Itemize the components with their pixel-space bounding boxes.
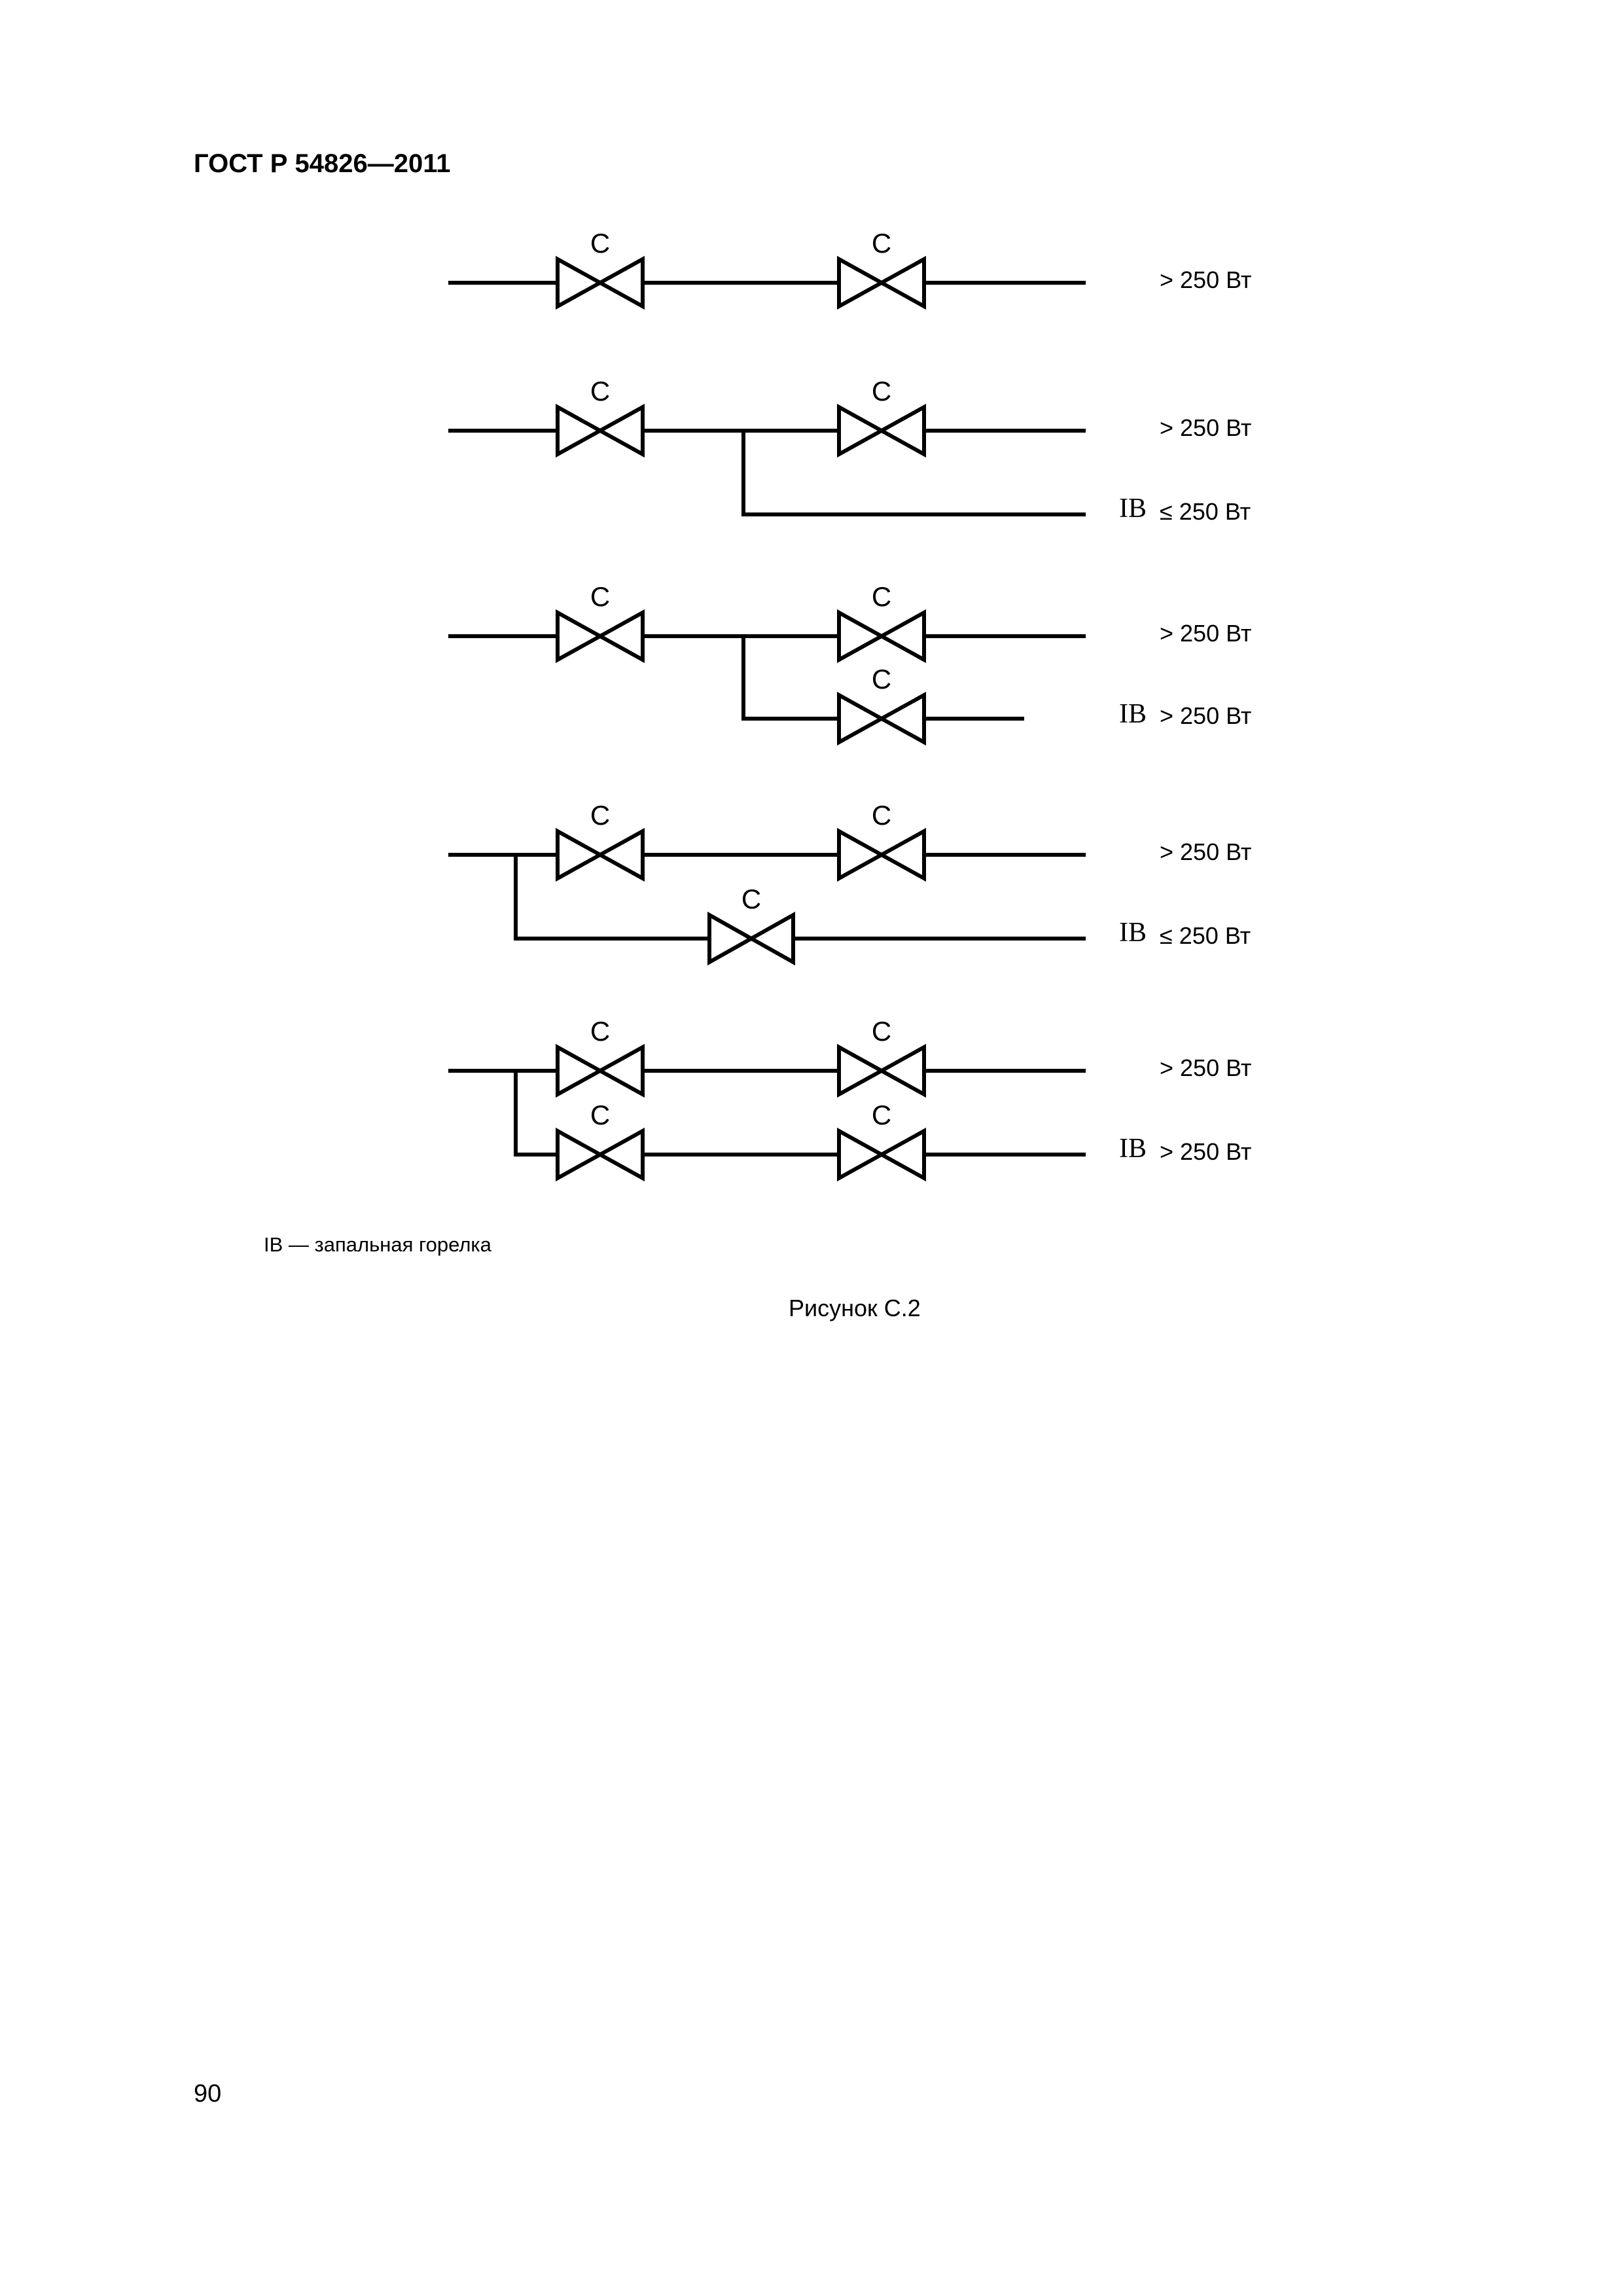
valve-icon: [837, 609, 926, 664]
valve-icon: [837, 827, 926, 882]
valve-label: C: [590, 228, 610, 259]
valve-icon: [837, 403, 926, 458]
valve-label: C: [872, 1100, 891, 1130]
figure-caption: Рисунок С.2: [789, 1295, 921, 1321]
valve-label: C: [741, 884, 761, 914]
power-label: > 250 Вт: [1160, 1138, 1251, 1165]
power-label: > 250 Вт: [1160, 266, 1251, 293]
valve-label: C: [872, 1016, 891, 1047]
scheme-2: [448, 403, 1086, 516]
valve-label: C: [590, 1100, 610, 1130]
valve-label: C: [872, 800, 891, 831]
valve-icon: [556, 1043, 645, 1098]
gas-valve-train-diagram: C C C C C C C C C C C C C C IB IB IB IB …: [448, 228, 1251, 1182]
ib-label: IB: [1119, 699, 1147, 729]
valve-icon: [556, 255, 645, 310]
valve-label: C: [590, 800, 610, 831]
valve-icon: [556, 1127, 645, 1182]
ib-label: IB: [1119, 918, 1147, 948]
scheme-1: [448, 255, 1086, 310]
valve-icon: [837, 255, 926, 310]
ib-label: IB: [1119, 1134, 1147, 1164]
power-label: ≤ 250 Вт: [1160, 498, 1251, 525]
page-number: 90: [194, 2080, 222, 2108]
valve-icon: [556, 609, 645, 664]
scheme-3: [448, 609, 1086, 746]
legend-note: IB — запальная горелка: [264, 1233, 491, 1256]
valve-label: C: [872, 228, 891, 259]
power-label: ≤ 250 Вт: [1160, 922, 1251, 949]
power-label: > 250 Вт: [1160, 702, 1251, 729]
valve-icon: [556, 827, 645, 882]
valve-icon: [556, 403, 645, 458]
power-label: > 250 Вт: [1160, 414, 1251, 441]
valve-icon: [837, 1127, 926, 1182]
scheme-4: [448, 827, 1086, 966]
ib-label: IB: [1119, 493, 1147, 524]
valve-icon: [837, 1043, 926, 1098]
valve-icon: [707, 911, 795, 966]
power-label: > 250 Вт: [1160, 1054, 1251, 1081]
document-header: ГОСТ Р 54826—2011: [194, 149, 451, 178]
valve-icon: [837, 691, 926, 746]
valve-label: C: [590, 376, 610, 406]
scheme-5: [448, 1043, 1086, 1182]
valve-label: C: [872, 664, 891, 694]
valve-label: C: [590, 1016, 610, 1047]
valve-label: C: [872, 376, 891, 406]
power-label: > 250 Вт: [1160, 620, 1251, 647]
valve-label: C: [590, 581, 610, 612]
power-label: > 250 Вт: [1160, 838, 1251, 865]
valve-label: C: [872, 581, 891, 612]
